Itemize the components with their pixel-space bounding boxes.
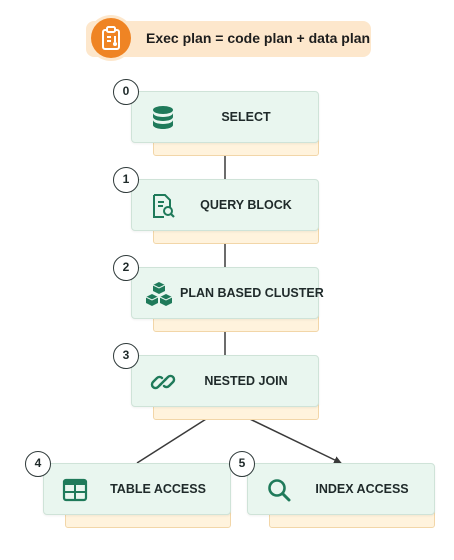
cubes-icon (144, 281, 174, 307)
node-label: PLAN BASED CLUSTER (180, 286, 324, 300)
node-select[interactable]: SELECT 0 (113, 79, 319, 156)
step-badge: 1 (113, 167, 139, 193)
node-label: TABLE ACCESS (110, 482, 206, 496)
node-label: NESTED JOIN (204, 374, 288, 388)
node-card: INDEX ACCESS (247, 463, 435, 515)
node-label: QUERY BLOCK (200, 198, 292, 212)
node-card: SELECT (131, 91, 319, 143)
document-search-icon (150, 193, 176, 219)
step-badge: 0 (113, 79, 139, 105)
node-card: TABLE ACCESS (43, 463, 231, 515)
node-nested-join[interactable]: NESTED JOIN 3 (113, 343, 319, 420)
node-card: NESTED JOIN (131, 355, 319, 407)
step-badge: 3 (113, 343, 139, 369)
header-title: Exec plan = code plan + data plan (146, 30, 371, 46)
database-icon (150, 105, 176, 131)
step-badge: 2 (113, 255, 139, 281)
search-icon (266, 477, 292, 503)
node-card: QUERY BLOCK (131, 179, 319, 231)
node-label: SELECT (221, 110, 271, 124)
node-table-access[interactable]: TABLE ACCESS 4 (25, 451, 231, 528)
step-badge: 5 (229, 451, 255, 477)
node-query-block[interactable]: QUERY BLOCK 1 (113, 167, 319, 244)
header-banner: Exec plan = code plan + data plan (86, 18, 371, 58)
clipboard-thermometer-icon (91, 18, 131, 58)
node-label: INDEX ACCESS (315, 482, 409, 496)
node-index-access[interactable]: INDEX ACCESS 5 (229, 451, 435, 528)
link-icon (150, 369, 176, 395)
step-badge: 4 (25, 451, 51, 477)
table-icon (62, 477, 88, 503)
node-card: PLAN BASED CLUSTER (131, 267, 324, 319)
node-plan-based-cluster[interactable]: PLAN BASED CLUSTER 2 (113, 255, 324, 332)
